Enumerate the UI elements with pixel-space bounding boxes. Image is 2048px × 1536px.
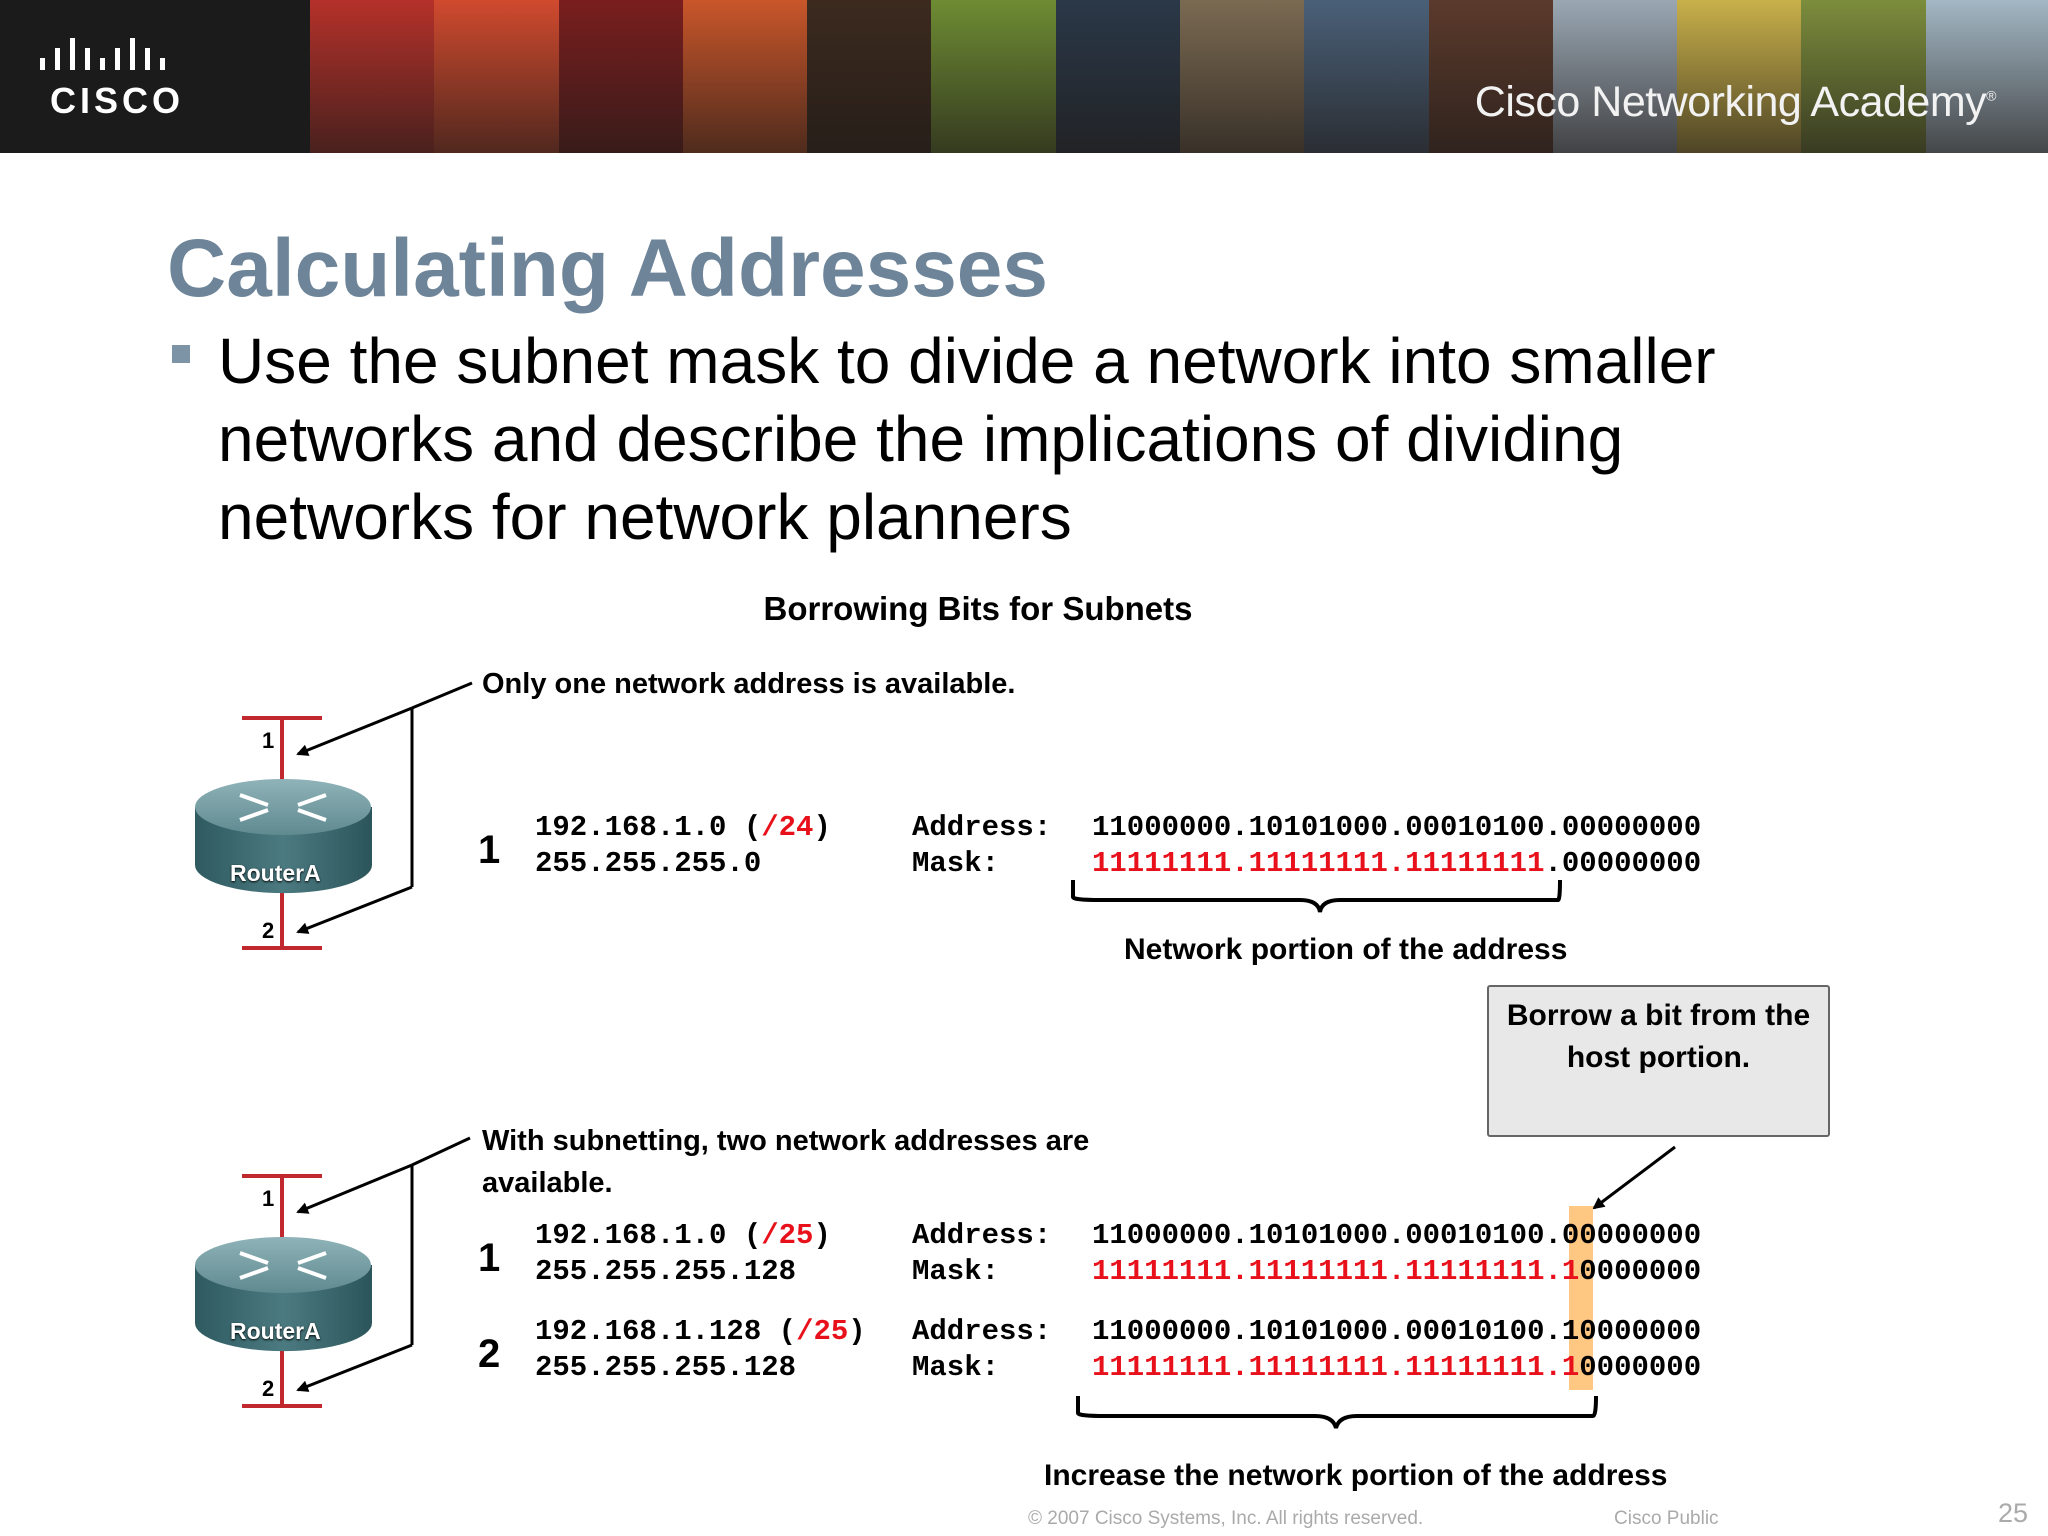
header-banner: CISCO Cisco Networking Academy®	[0, 0, 2048, 153]
router-bottom-icon	[195, 1174, 372, 1408]
top-brace-label: Network portion of the address	[1124, 933, 1568, 966]
slide-title: Calculating Addresses	[167, 223, 1049, 314]
photo-strip-panel	[807, 0, 932, 153]
photo-strip-panel	[1428, 0, 1553, 153]
photo-strip-panel	[1179, 0, 1305, 153]
photo-strip-panel	[931, 0, 1056, 153]
borrow-bit-callout: Borrow a bit from the host portion.	[1487, 985, 1830, 1137]
top-brace	[1071, 879, 1562, 913]
photo-strip-panel	[310, 0, 435, 153]
photo-strip-panel	[558, 0, 683, 153]
figure-title: Borrowing Bits for Subnets	[763, 590, 1193, 627]
photo-strip	[310, 0, 2048, 153]
photo-strip-panel	[1677, 0, 1802, 153]
bottom-port-2: 2	[262, 1376, 275, 1401]
router-bottom-label: RouterA	[230, 1318, 321, 1344]
footer-classification: Cisco Public	[1614, 1508, 1719, 1529]
photo-strip-panel	[1801, 0, 1926, 153]
bottom-row1-labels: Address:Mask:	[912, 1219, 1052, 1288]
cisco-bars-icon	[40, 38, 165, 70]
router-top-label: RouterA	[230, 860, 321, 886]
page-number: 25	[1997, 1498, 2028, 1528]
bullet-marker	[172, 345, 190, 363]
bullet-text: Use the subnet mask to divide a network …	[218, 325, 1716, 553]
top-bracket-arrows	[296, 681, 473, 934]
cisco-logo: CISCO	[0, 0, 310, 153]
router-top-icon	[195, 716, 372, 950]
bottom-brace	[1076, 1395, 1598, 1429]
photo-strip-panel	[434, 0, 559, 153]
footer-copyright: © 2007 Cisco Systems, Inc. All rights re…	[1028, 1508, 1424, 1529]
bottom-row1-index: 1	[478, 1236, 501, 1280]
bottom-brace-label: Increase the network portion of the addr…	[1044, 1459, 1668, 1492]
bottom-row2-labels: Address:Mask:	[912, 1315, 1052, 1384]
top-ip: 192.168.1.0 (/24)255.255.255.0	[535, 811, 831, 880]
bottom-bracket-arrows	[296, 1136, 471, 1392]
bottom-row1-ip: 192.168.1.0 (/25)255.255.255.128	[535, 1219, 831, 1288]
academy-title: Cisco Networking Academy®	[1474, 78, 1997, 126]
bottom-port-1: 1	[262, 1186, 275, 1211]
top-labels: Address:Mask:	[912, 811, 1052, 880]
photo-strip-panel	[1552, 0, 1678, 153]
bottom-row2-ip: 192.168.1.128 (/25)255.255.255.128	[535, 1315, 866, 1384]
cisco-wordmark: CISCO	[50, 80, 185, 121]
callout-arrow	[1592, 1145, 1676, 1210]
bottom-note: With subnetting, two network addresses a…	[482, 1125, 1090, 1199]
photo-strip-panel	[682, 0, 808, 153]
top-port-1: 1	[262, 728, 275, 753]
top-index: 1	[478, 828, 501, 872]
top-note: Only one network address is available.	[482, 668, 1016, 700]
photo-strip-panel	[1925, 0, 2048, 153]
photo-strip-panel	[1304, 0, 1429, 153]
borrowed-bit-highlight	[1569, 1206, 1593, 1390]
top-port-2: 2	[262, 918, 275, 943]
bottom-row2-index: 2	[478, 1332, 501, 1376]
photo-strip-panel	[1055, 0, 1180, 153]
